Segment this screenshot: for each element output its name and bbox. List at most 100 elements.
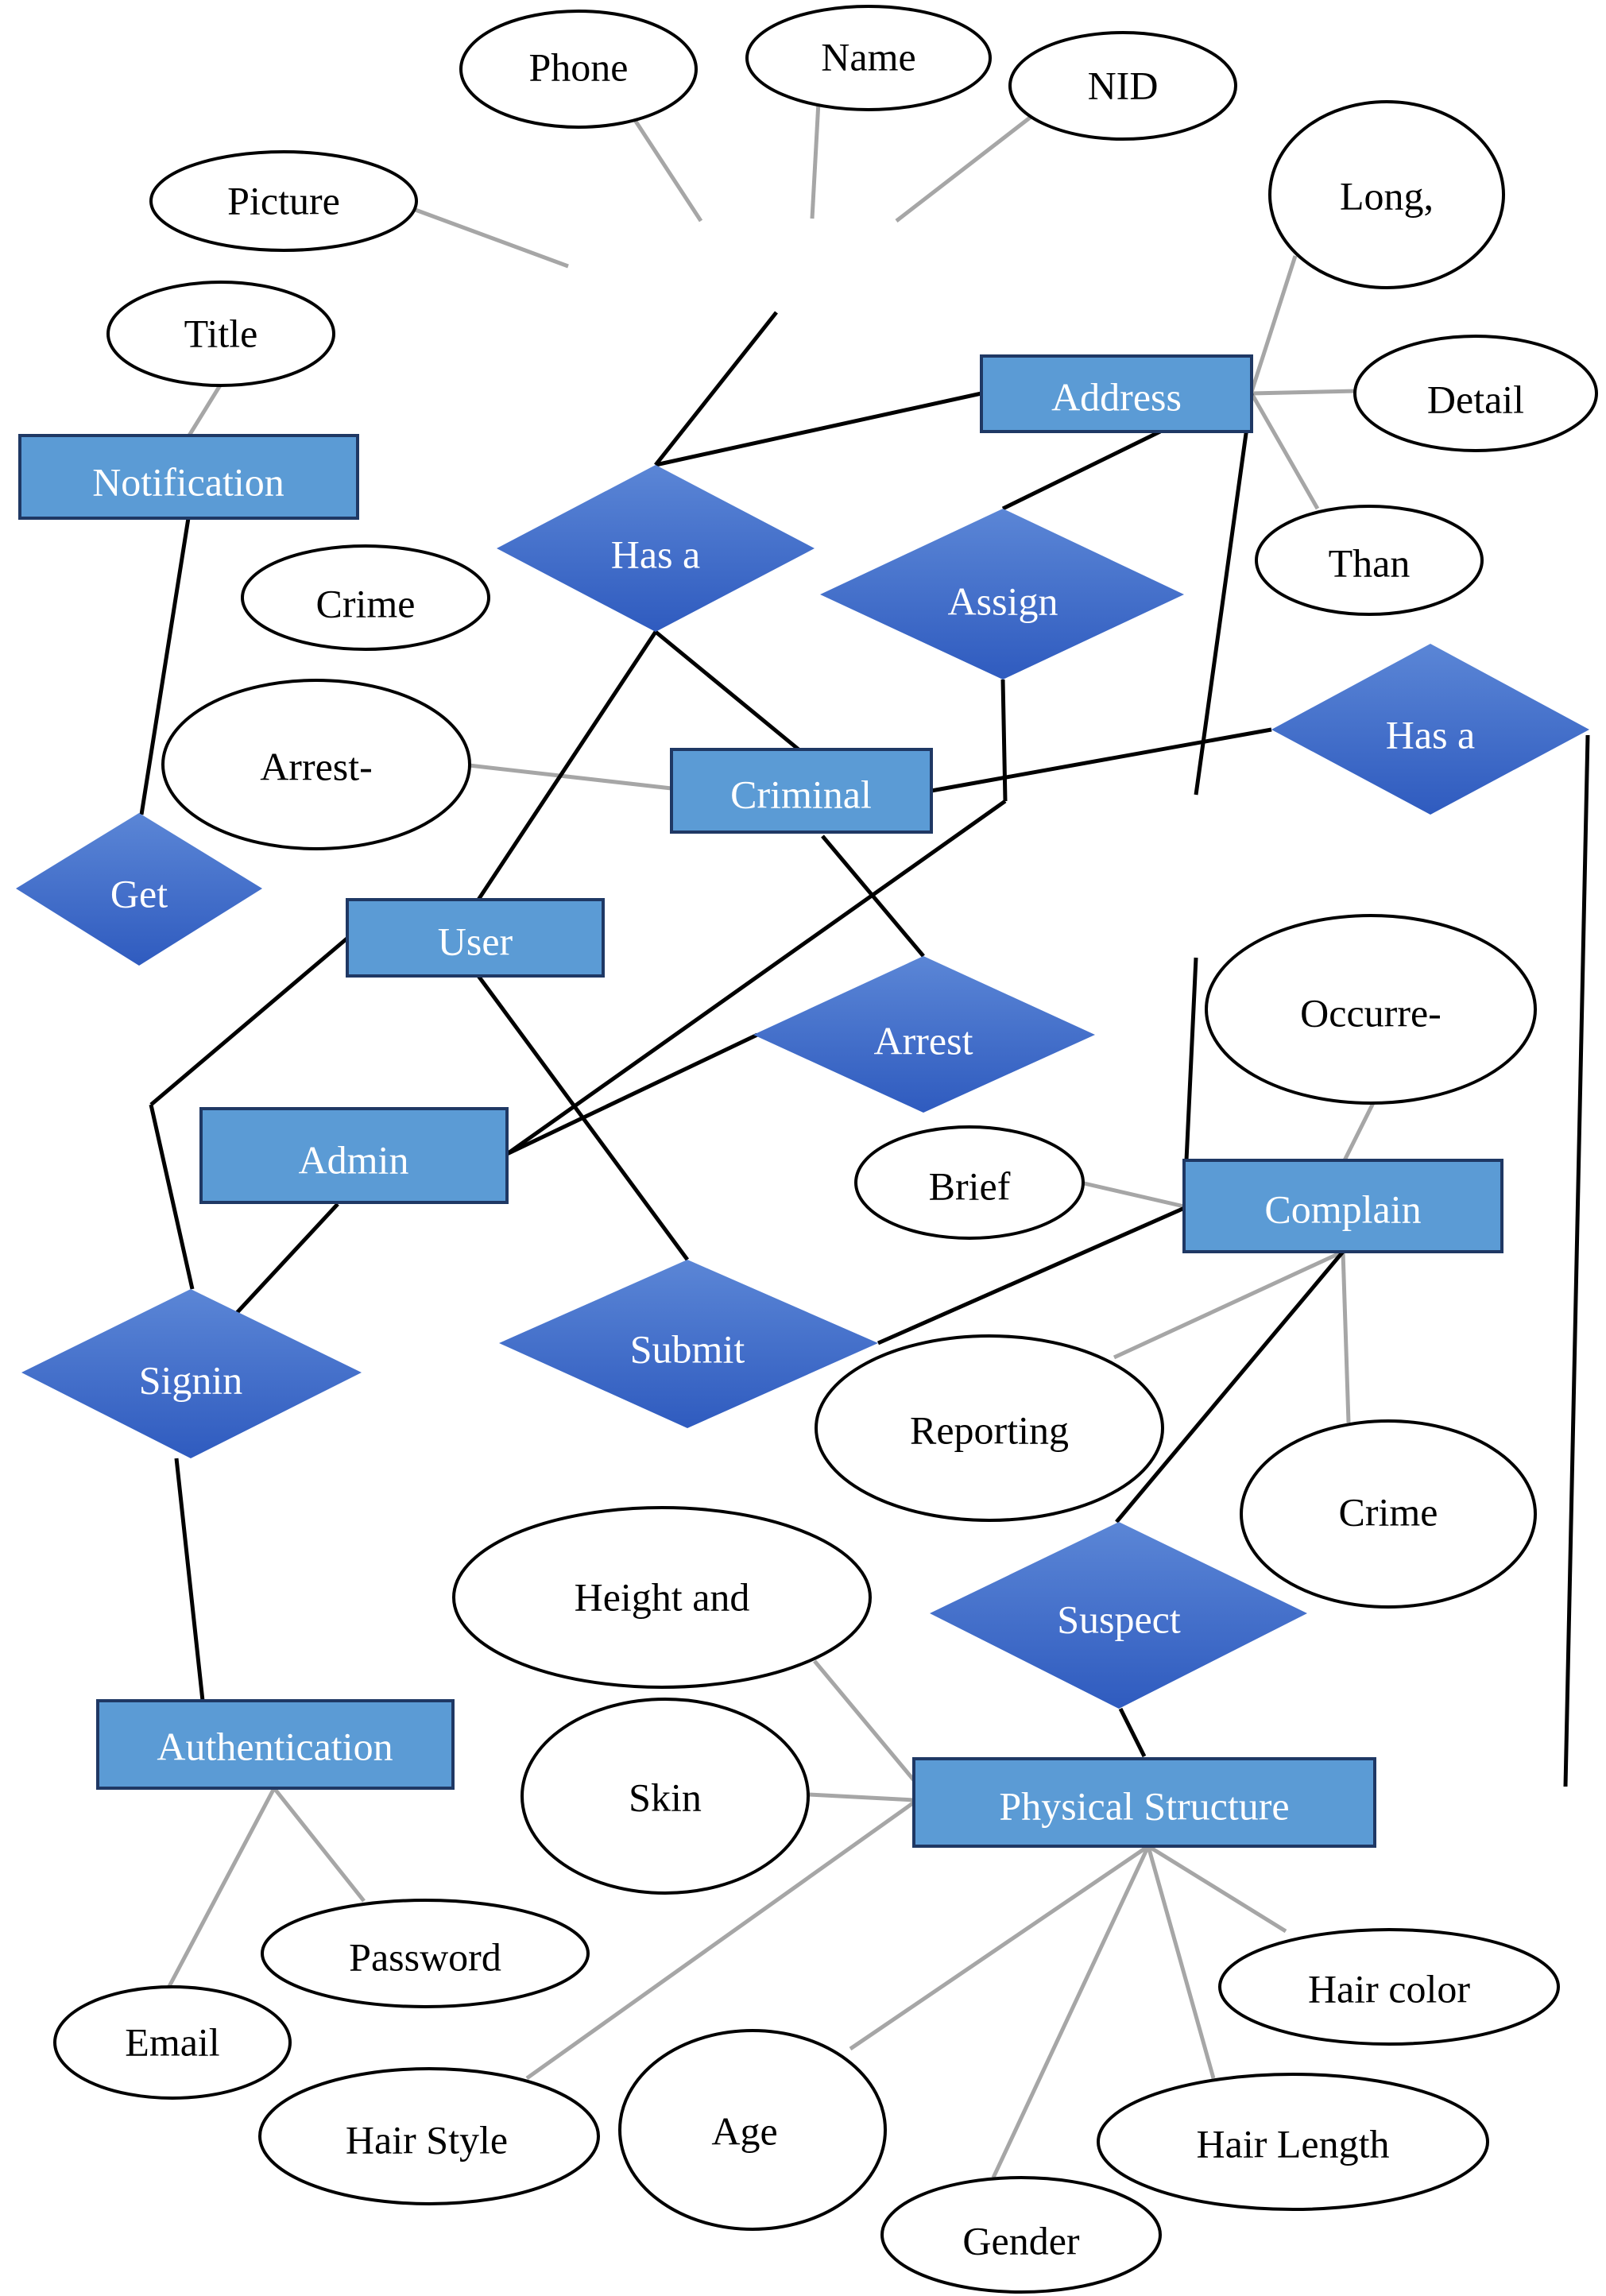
link-assign-down — [1000, 679, 1008, 802]
attribute-name: Name — [745, 5, 992, 111]
link-hasa-criminal — [654, 630, 800, 751]
link-hair-length — [1146, 1845, 1216, 2079]
attribute-height-and: Height and — [452, 1506, 872, 1689]
attribute-reporting: Reporting — [815, 1334, 1164, 1522]
attribute-crime-bottom: Crime — [1240, 1419, 1537, 1609]
link-hair-color — [1147, 1844, 1287, 1934]
link-name — [810, 101, 821, 219]
relationship-suspect: Suspect — [930, 1522, 1307, 1709]
attribute-crime-top-label: Crime — [316, 581, 416, 625]
relationship-submit-label: Submit — [630, 1326, 745, 1371]
link-detail — [1251, 389, 1357, 396]
relationship-submit: Submit — [499, 1260, 878, 1428]
link-arrest-admin — [505, 1032, 759, 1156]
link-picture — [412, 207, 569, 269]
link-phone — [629, 114, 703, 223]
entity-user-label: User — [438, 919, 513, 963]
attribute-name-label: Name — [821, 34, 915, 79]
attribute-long-label: Long, — [1340, 173, 1434, 218]
attribute-gender: Gender — [880, 2176, 1162, 2294]
link-signin-auth — [174, 1458, 205, 1702]
attribute-phone-label: Phone — [529, 45, 629, 89]
link-complain-up — [1184, 957, 1198, 1161]
attribute-nid-label: NID — [1088, 63, 1159, 107]
attribute-occurrence-label: Occurre- — [1300, 990, 1442, 1035]
link-address-assign — [1001, 429, 1162, 511]
entity-complain: Complain — [1182, 1159, 1503, 1253]
attribute-age-label: Age — [711, 2108, 777, 2153]
attribute-reporting-label: Reporting — [910, 1407, 1069, 1452]
link-height — [813, 1659, 915, 1782]
attribute-title: Title — [106, 281, 335, 387]
attribute-hair-style: Hair Style — [258, 2067, 600, 2205]
link-arrest-date — [468, 763, 672, 791]
attribute-detail-label: Detail — [1427, 377, 1524, 421]
link-hasa-up — [654, 311, 778, 467]
attribute-skin: Skin — [520, 1698, 810, 1895]
link-user-signin-b — [149, 1104, 195, 1290]
attribute-password: Password — [261, 1899, 590, 2008]
link-user-signin-a — [149, 935, 351, 1106]
entity-complain-label: Complain — [1264, 1187, 1421, 1231]
attribute-long: Long, — [1268, 100, 1505, 289]
entity-admin: Admin — [199, 1107, 509, 1204]
link-suspect-physical — [1118, 1707, 1147, 1758]
relationship-signin-label: Signin — [139, 1357, 243, 1402]
relationship-get: Get — [16, 813, 262, 966]
attribute-phone: Phone — [459, 10, 698, 129]
link-crime-bottom — [1341, 1251, 1351, 1423]
relationship-signin: Signin — [21, 1289, 362, 1458]
attribute-picture: Picture — [149, 150, 418, 252]
link-reporting — [1113, 1249, 1345, 1360]
entity-authentication: Authentication — [96, 1699, 455, 1790]
link-complain-suspect — [1115, 1250, 1345, 1524]
relationship-get-label: Get — [110, 871, 168, 916]
link-title — [187, 380, 225, 437]
attribute-gender-label: Gender — [962, 2218, 1079, 2263]
attribute-nid: NID — [1008, 31, 1237, 141]
attribute-than-label: Than — [1329, 540, 1411, 585]
link-brief — [1080, 1180, 1185, 1209]
entity-criminal-label: Criminal — [730, 772, 872, 816]
attribute-crime-bottom-label: Crime — [1339, 1489, 1438, 1534]
attribute-title-label: Title — [184, 311, 258, 355]
attribute-picture-label: Picture — [227, 178, 340, 223]
link-submit-complain — [877, 1204, 1190, 1345]
attribute-crime-top: Crime — [241, 544, 490, 651]
link-long — [1249, 255, 1298, 393]
relationship-suspect-label: Suspect — [1057, 1597, 1181, 1641]
link-criminal-hasa2 — [931, 727, 1272, 793]
entity-address-label: Address — [1051, 374, 1182, 419]
attribute-brief: Brief — [854, 1125, 1085, 1240]
attribute-brief-label: Brief — [929, 1163, 1011, 1208]
link-skin — [808, 1792, 915, 1802]
entity-admin-label: Admin — [299, 1137, 409, 1182]
relationship-arrest-label: Arrest — [874, 1018, 973, 1063]
relationship-has-a-top-label: Has a — [611, 532, 700, 576]
entity-notification: Notification — [18, 434, 359, 520]
attribute-hair-length: Hair Length — [1097, 2073, 1489, 2211]
relationship-has-a-right-label: Has a — [1386, 712, 1475, 757]
entity-criminal: Criminal — [670, 748, 933, 834]
relationship-arrest: Arrest — [753, 956, 1095, 1113]
entity-notification-label: Notification — [92, 459, 284, 504]
attribute-email: Email — [53, 1985, 292, 2100]
attribute-detail: Detail — [1353, 335, 1598, 452]
attribute-arrest-date-label: Arrest- — [260, 744, 373, 788]
attribute-hair-color-label: Hair color — [1308, 1966, 1470, 2011]
link-than — [1249, 392, 1320, 510]
link-assign-admin — [505, 799, 1007, 1156]
attribute-than: Than — [1255, 505, 1484, 616]
link-user-submit — [476, 974, 690, 1261]
link-admin-signin — [234, 1202, 339, 1315]
attribute-hair-length-label: Hair Length — [1197, 2121, 1390, 2166]
link-hair-style — [525, 1800, 915, 2081]
entity-user: User — [346, 898, 605, 978]
attribute-password-label: Password — [349, 1934, 501, 1979]
link-occurrence — [1342, 1102, 1376, 1162]
attribute-height-and-label: Height and — [575, 1574, 750, 1619]
attribute-skin-label: Skin — [629, 1775, 702, 1819]
relationship-assign-label: Assign — [948, 579, 1058, 623]
connector-lines — [139, 101, 1590, 2179]
